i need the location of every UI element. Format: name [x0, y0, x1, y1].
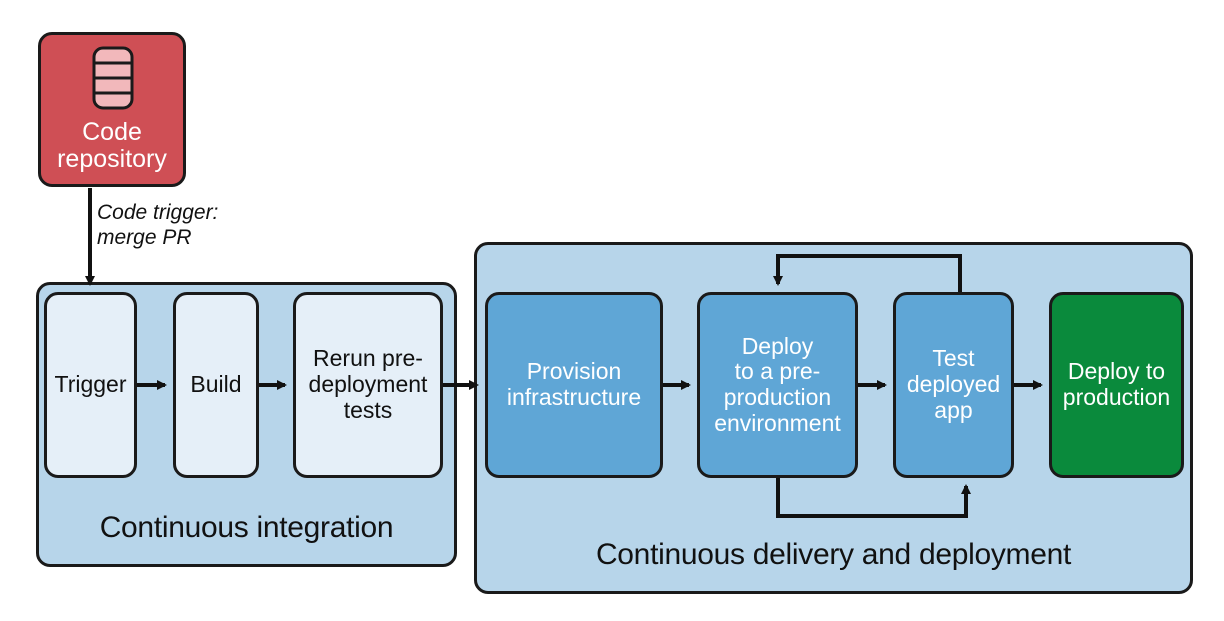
deploy-production-step: Deploy to production [1049, 292, 1184, 478]
trigger-step: Trigger [44, 292, 137, 478]
code-repository-node: Code repository [38, 32, 186, 187]
code-trigger-annotation: Code trigger: merge PR [97, 201, 219, 250]
code-repository-label: Code repository [57, 118, 167, 173]
continuous-integration-title: Continuous integration [99, 511, 394, 544]
continuous-delivery-title: Continuous delivery and deployment [595, 538, 1072, 571]
rerun-tests-step: Rerun pre- deployment tests [293, 292, 443, 478]
build-step: Build [173, 292, 259, 478]
database-icon [92, 46, 134, 110]
test-deployed-app-step: Test deployed app [893, 292, 1014, 478]
provision-infrastructure-step: Provision infrastructure [485, 292, 663, 478]
deploy-preproduction-step: Deploy to a pre- production environment [697, 292, 858, 478]
